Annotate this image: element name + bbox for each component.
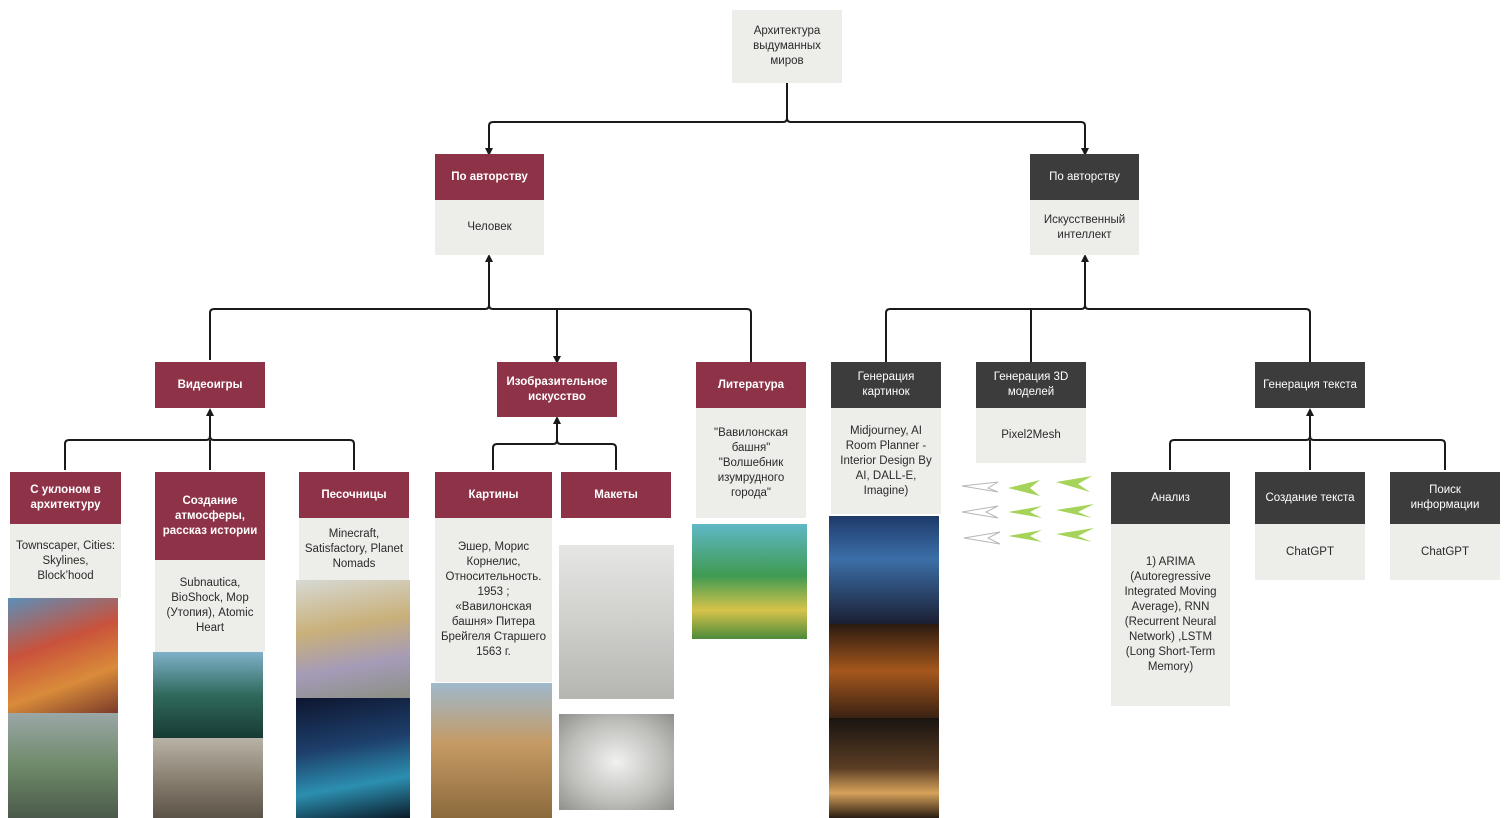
image-generation-body: Midjourney, AI Room Planner - Interior D…: [831, 408, 941, 514]
analysis-body: 1) ARIMA (Autoregressive Integrated Movi…: [1111, 524, 1230, 706]
text-creation-body: ChatGPT: [1255, 524, 1365, 580]
emerald-city-image: [692, 524, 807, 639]
3d-generation-header: Генерация 3D моделей: [976, 362, 1086, 408]
sandbox-floating-island-image: [296, 580, 410, 698]
paintings-header: Картины: [435, 472, 552, 518]
sandbox-games-body: Minecraft, Satisfactory, Planet Nomads: [299, 518, 409, 580]
sandbox-games-header: Песочницы: [299, 472, 409, 518]
subnautica-image: [153, 652, 263, 738]
atmosphere-games-header: Создание атмосферы, рассказ истории: [155, 472, 265, 560]
architecture-games-body: Townscaper, Cities: Skylines, Block’hood: [10, 524, 121, 598]
root-node: Архитектура выдуманных миров: [732, 10, 842, 83]
right-authorship-body: Искусственный интеллект: [1030, 200, 1139, 255]
bioshock-image: [153, 738, 263, 818]
pixel2mesh-samples: [958, 468, 1098, 552]
literature-header: Литература: [696, 362, 806, 408]
tower-of-babel-image: [431, 683, 552, 818]
videogames-header: Видеоигры: [155, 362, 265, 408]
architectural-model-image-1: [559, 545, 674, 699]
fine-art-header: Изобразительное искусство: [497, 362, 617, 417]
left-authorship-header: По авторству: [435, 154, 544, 200]
analysis-header: Анализ: [1111, 472, 1230, 524]
ai-steampunk-image: [829, 624, 939, 718]
literature-body: "Вавилонская башня" "Волшебник изумрудно…: [696, 408, 806, 518]
text-generation-header: Генерация текста: [1255, 362, 1365, 408]
ai-interior-image-1: [829, 516, 939, 624]
models-header: Макеты: [561, 472, 671, 518]
right-authorship-header: По авторству: [1030, 154, 1139, 200]
text-creation-header: Создание текста: [1255, 472, 1365, 524]
cities-skylines-image: [8, 713, 118, 818]
atmosphere-games-body: Subnautica, BioShock, Мор (Утопия), Atom…: [155, 560, 265, 652]
architecture-games-header: С уклоном в архитектуру: [10, 472, 121, 524]
info-search-body: ChatGPT: [1390, 524, 1500, 580]
info-search-header: Поиск информации: [1390, 472, 1500, 524]
sandbox-night-city-image: [296, 698, 410, 818]
ai-interior-image-2: [829, 718, 939, 818]
left-authorship-body: Человек: [435, 200, 544, 255]
image-generation-header: Генерация картинок: [831, 362, 941, 408]
townscaper-image: [8, 598, 118, 713]
3d-generation-body: Pixel2Mesh: [976, 408, 1086, 463]
paintings-body: Эшер, Морис Корнелис, Относительность. 1…: [435, 518, 552, 682]
architectural-model-image-2: [559, 714, 674, 810]
